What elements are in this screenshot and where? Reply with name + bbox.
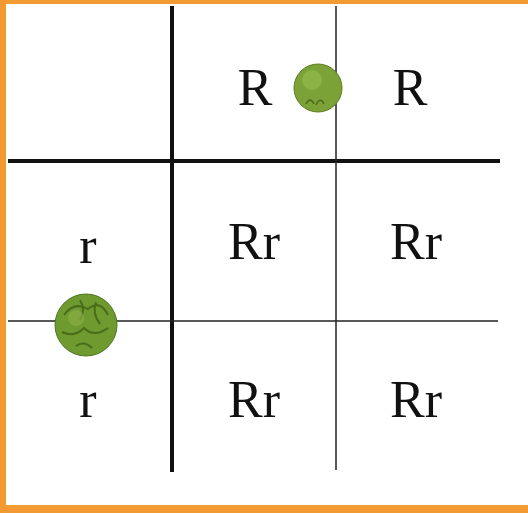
wrinkled-pea [55,294,117,356]
orange-border [0,0,528,4]
grid-line [8,159,500,163]
allele-label: r [79,374,96,426]
orange-border [0,505,528,513]
genotype-cell: Rr [390,216,442,268]
genotype-cell: Rr [390,374,442,426]
allele-label: r [79,220,96,272]
orange-border [0,0,6,513]
allele-label: R [238,62,273,114]
grid-line [170,6,174,472]
genotype-cell: Rr [228,216,280,268]
genotype-cell: Rr [228,374,280,426]
round-pea [294,64,342,112]
allele-label: R [393,62,428,114]
